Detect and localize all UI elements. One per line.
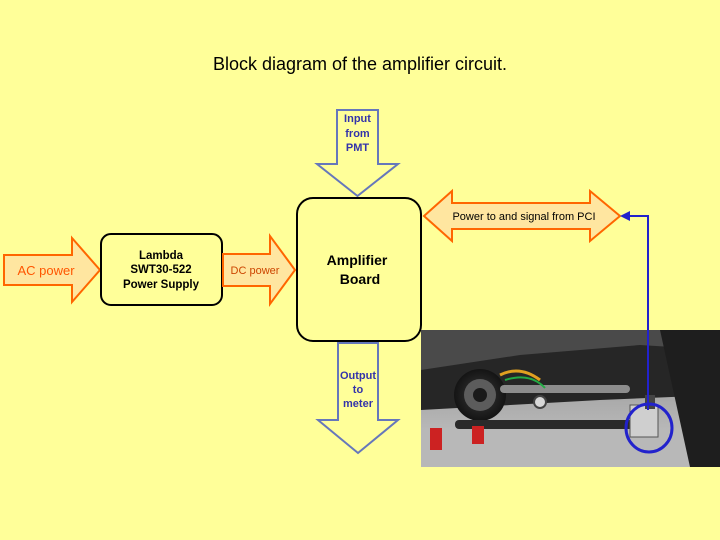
output-line-2: to — [353, 384, 364, 396]
connector-highlight-circle — [624, 402, 674, 454]
amplifier-board-block: Amplifier Board — [296, 197, 422, 342]
output-arrow: Output to meter — [315, 342, 401, 455]
output-line-3: meter — [343, 398, 374, 410]
amplifier-line-1: Amplifier — [327, 252, 388, 268]
ac-power-label: AC power — [17, 263, 75, 278]
amplifier-line-2: Board — [340, 271, 380, 287]
amplifier-board-photo — [421, 330, 720, 467]
diagram-title: Block diagram of the amplifier circuit. — [213, 54, 507, 74]
input-line-3: PMT — [346, 142, 370, 154]
input-line-1: Input — [344, 113, 371, 125]
dc-power-label: DC power — [231, 265, 280, 277]
pci-connector — [620, 211, 674, 454]
power-supply-line-3: Power Supply — [123, 279, 200, 291]
input-line-2: from — [345, 128, 370, 140]
output-line-1: Output — [340, 370, 376, 382]
power-supply-line-1: Lambda — [139, 250, 184, 262]
pci-double-arrow: Power to and signal from PCI — [422, 188, 622, 244]
power-supply-line-2: SWT30-522 — [130, 264, 191, 276]
input-arrow: Input from PMT — [314, 109, 401, 198]
dc-power-arrow: DC power — [222, 232, 297, 308]
ac-power-arrow: AC power — [3, 235, 102, 305]
pci-label: Power to and signal from PCI — [452, 211, 595, 223]
power-supply-block: Lambda SWT30-522 Power Supply — [100, 233, 223, 306]
